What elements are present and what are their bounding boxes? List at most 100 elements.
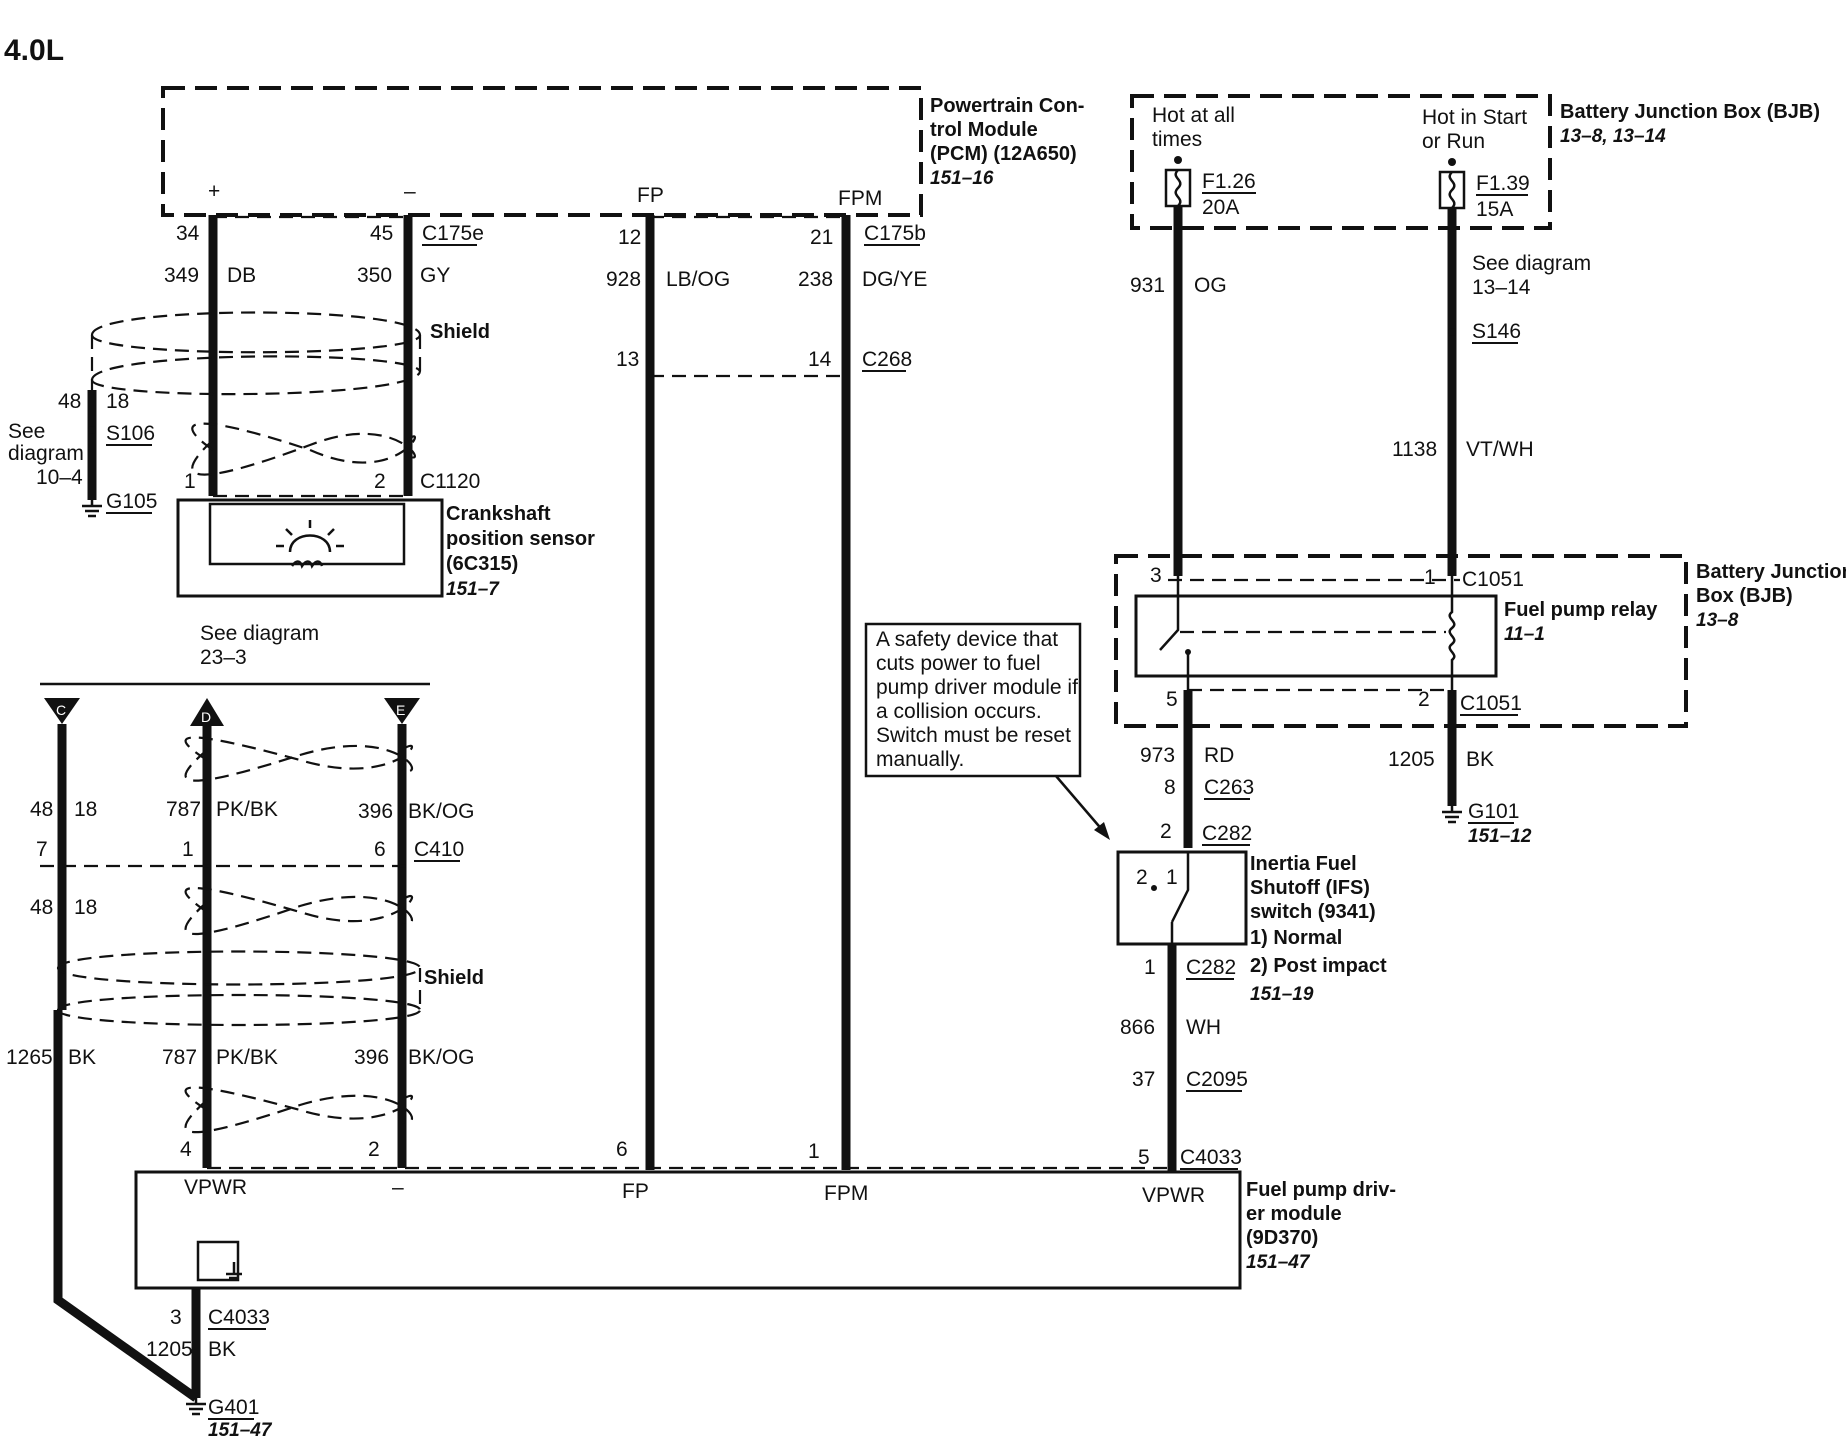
pcm-plus: + bbox=[208, 180, 220, 203]
pin-7: 7 bbox=[36, 838, 48, 861]
callout-arrow-icon bbox=[1094, 822, 1110, 840]
fpdm-pin-6: 6 bbox=[616, 1138, 628, 1161]
circuit-1205-b: 1205 bbox=[1388, 748, 1435, 771]
connector-c175b: C175b bbox=[864, 222, 926, 245]
ground-g401: G401 bbox=[208, 1396, 259, 1419]
ckp-ref: 151–7 bbox=[446, 579, 500, 600]
color-bk-og-a: BK/OG bbox=[408, 800, 475, 823]
relay-ref: 11–1 bbox=[1504, 624, 1545, 645]
ground-g101-ref: 151–12 bbox=[1468, 826, 1532, 847]
ground-g101: G101 bbox=[1468, 800, 1519, 823]
ground-g105: G105 bbox=[106, 490, 157, 513]
pin-21: 21 bbox=[810, 226, 833, 249]
relay-pin-1: 1 bbox=[1424, 566, 1436, 589]
drain-see-2: diagram bbox=[8, 442, 84, 465]
bjb-relay-ref: 13–8 bbox=[1696, 610, 1739, 631]
gauge-18-a: 18 bbox=[74, 798, 97, 821]
circuit-396-a: 396 bbox=[358, 800, 393, 823]
color-bk-1205-b: BK bbox=[1466, 748, 1494, 771]
color-wh: WH bbox=[1186, 1016, 1221, 1039]
connector-c4033-bottom: C4033 bbox=[208, 1306, 270, 1329]
fuel-pump-driver-module: 4 2 6 1 5 C4033 VPWR – FP FPM VPWR Fuel … bbox=[134, 1138, 1396, 1290]
bus-e: E bbox=[396, 702, 405, 718]
circuit-396-b: 396 bbox=[354, 1046, 389, 1069]
note-line-5: Switch must be reset bbox=[876, 724, 1071, 747]
pin-14: 14 bbox=[808, 348, 832, 371]
drain-gauge: 18 bbox=[106, 390, 129, 413]
circuit-349: 349 bbox=[164, 264, 199, 287]
shield-1: Shield 48 18 See diagram 10–4 S106 G105 bbox=[8, 311, 490, 518]
circuit-928: 928 bbox=[606, 268, 641, 291]
fpdm-pin-2: 2 bbox=[368, 1138, 380, 1161]
bjb-relay-name-2: Box (BJB) bbox=[1696, 585, 1793, 607]
pin-12: 12 bbox=[618, 226, 641, 249]
safety-note-callout: A safety device that cuts power to fuel … bbox=[864, 622, 1110, 840]
pin-34: 34 bbox=[176, 222, 200, 245]
drain-circuit: 48 bbox=[58, 390, 81, 413]
color-bk-1205-a: BK bbox=[208, 1338, 236, 1361]
ifs-pin-1: 1 bbox=[1144, 956, 1156, 979]
ckp-name-1: Crankshaft bbox=[446, 503, 551, 525]
hot-all-2: times bbox=[1152, 128, 1202, 151]
fuse-f1-39-rating: 15A bbox=[1476, 198, 1513, 221]
splice-s146: S146 bbox=[1472, 320, 1521, 343]
splice-s106: S106 bbox=[106, 422, 155, 445]
color-dg-ye: DG/YE bbox=[862, 268, 927, 291]
pin-3: 3 bbox=[170, 1306, 182, 1329]
connector-c1120: C1120 bbox=[420, 470, 480, 493]
wire-1265-bk bbox=[53, 1010, 199, 1402]
color-vt-wh: VT/WH bbox=[1466, 438, 1534, 461]
fpdm-pin-1: 1 bbox=[808, 1140, 820, 1163]
ifs-name-2: Shutoff (IFS) bbox=[1250, 877, 1370, 899]
color-gy: GY bbox=[420, 264, 450, 287]
hot-start-1: Hot in Start bbox=[1422, 106, 1527, 129]
note-line-4: a collision occurs. bbox=[876, 700, 1042, 723]
bus-c: C bbox=[56, 702, 66, 718]
connector-c4033-top: C4033 bbox=[1180, 1146, 1242, 1169]
ifs-pos-1: 1 bbox=[1166, 866, 1178, 889]
pcm-module: Powertrain Con- trol Module (PCM) (12A65… bbox=[161, 86, 1084, 217]
fuse-f1-26-icon bbox=[1164, 156, 1192, 208]
circuit-1265: 1265 bbox=[6, 1046, 53, 1069]
shield-2-label: Shield bbox=[424, 967, 484, 989]
circuit-238: 238 bbox=[798, 268, 833, 291]
fpdm-pin-5: 5 bbox=[1138, 1146, 1150, 1169]
fpdm-label-minus: – bbox=[392, 1176, 404, 1199]
relay-switch-icon bbox=[1159, 576, 1180, 651]
relay-pin-3: 3 bbox=[1150, 564, 1162, 587]
fpdm-name-2: er module bbox=[1246, 1203, 1342, 1225]
circuit-48-a: 48 bbox=[30, 798, 53, 821]
engine-title: 4.0L bbox=[4, 34, 64, 67]
drain-see-1: See bbox=[8, 420, 45, 443]
pcm-name-2: trol Module bbox=[930, 119, 1038, 141]
ifs-name-3: switch (9341) bbox=[1250, 901, 1376, 923]
bjb-top-ref: 13–8, 13–14 bbox=[1560, 126, 1666, 147]
color-bk-1265: BK bbox=[68, 1046, 96, 1069]
fpdm-name-3: (9D370) bbox=[1246, 1227, 1318, 1249]
relay-name: Fuel pump relay bbox=[1504, 599, 1658, 621]
fuse-f1-39-id: F1.39 bbox=[1476, 172, 1530, 195]
ifs-name-4: 1) Normal bbox=[1250, 927, 1342, 949]
inertia-fuel-shutoff-switch: 2 C282 2 1 Inertia Fuel Shutoff (IFS) sw… bbox=[1116, 820, 1387, 1005]
circuit-931: 931 bbox=[1130, 274, 1165, 297]
pin-37: 37 bbox=[1132, 1068, 1155, 1091]
shield-1-label: Shield bbox=[430, 321, 490, 343]
crankshaft-position-sensor: 1 2 C1120 Crankshaft position sensor (6C… bbox=[176, 470, 595, 600]
fpdm-label-vpwr-left: VPWR bbox=[184, 1176, 247, 1199]
connector-c282-bottom: C282 bbox=[1186, 956, 1236, 979]
bus-arrow-c-icon: C bbox=[44, 698, 80, 724]
bus-d: D bbox=[201, 709, 211, 725]
see-13-14-1: See diagram bbox=[1472, 252, 1591, 275]
pcm-name-3: (PCM) (12A650) bbox=[930, 143, 1077, 165]
relay-pin-2: 2 bbox=[1418, 688, 1430, 711]
fuse-f1-26-id: F1.26 bbox=[1202, 170, 1256, 193]
pin-45: 45 bbox=[370, 222, 393, 245]
color-bk-og-b: BK/OG bbox=[408, 1046, 475, 1069]
connector-c1051-top: C1051 bbox=[1462, 568, 1524, 591]
color-og: OG bbox=[1194, 274, 1227, 297]
battery-junction-box-relay: Battery Junction Box (BJB) 13–8 bbox=[1114, 554, 1846, 728]
hot-all-1: Hot at all bbox=[1152, 104, 1235, 127]
pin-8: 8 bbox=[1164, 776, 1176, 799]
drain-see-3: 10–4 bbox=[36, 466, 83, 489]
color-pk-bk-b: PK/BK bbox=[216, 1046, 278, 1069]
